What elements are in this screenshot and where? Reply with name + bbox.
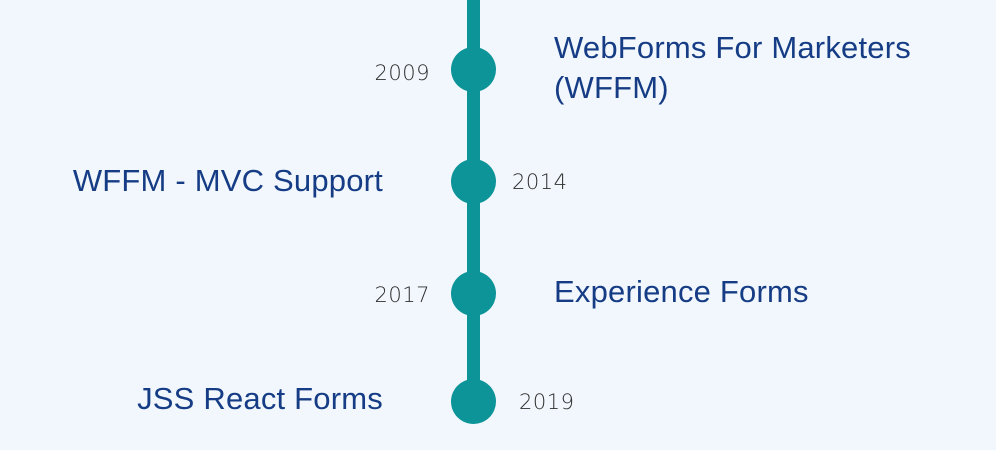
timeline-year-2014: 2014 — [512, 170, 568, 194]
timeline-year-2017: 2017 — [374, 283, 430, 307]
timeline-node-2009[interactable] — [451, 47, 496, 92]
timeline-node-2019[interactable] — [451, 379, 496, 424]
timeline-year-2019: 2019 — [519, 390, 575, 414]
timeline-node-2014[interactable] — [451, 159, 496, 204]
timeline-label-experience-forms: Experience Forms — [554, 274, 809, 309]
timeline-label-webforms-for-marketers: WebForms For Marketers (WFFM) — [554, 30, 911, 105]
timeline-label-wffm-mvc-support: WFFM - MVC Support — [72, 163, 383, 198]
timeline-node-2017[interactable] — [451, 271, 496, 316]
timeline-label-jss-react-forms: JSS React Forms — [137, 381, 383, 416]
timeline-year-2009: 2009 — [374, 61, 430, 85]
